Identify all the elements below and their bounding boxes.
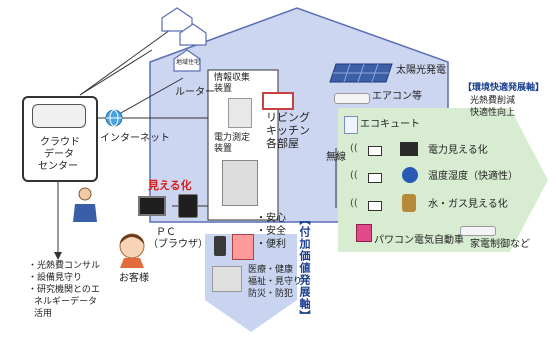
meter-label-2: 装置 — [214, 144, 233, 154]
router-label: ルーター — [175, 87, 215, 98]
internet-label: インターネット — [100, 133, 170, 144]
power-conditioner-icon — [356, 224, 372, 242]
doctor-icon — [212, 266, 242, 292]
service-item-2: ・設備見守り — [28, 273, 83, 283]
blue-axis-arrow — [205, 234, 297, 332]
wifi-icon: (( — [350, 143, 358, 154]
room-panel-icon — [262, 92, 294, 110]
meter-label-1: 電力測定 — [214, 133, 251, 143]
wireless-label: 無線 — [326, 152, 346, 163]
value-item-1: ・安心 — [256, 213, 286, 224]
sensing-label-water-gas: 水・ガス見える化 — [428, 199, 508, 210]
power-meter-icon — [400, 142, 418, 156]
service-item-5: 活用 — [34, 309, 53, 319]
value-bottom-1: 医療・健康 — [248, 265, 294, 275]
house-icon — [179, 23, 207, 46]
service-item-3: ・研究機関とのエ — [28, 285, 100, 295]
value-item-3: ・便利 — [256, 239, 286, 250]
aircon-icon — [334, 93, 370, 104]
house-icon — [173, 49, 201, 72]
power-car-label: パワコン電気自動車 — [374, 235, 464, 246]
pc-browser-label: （ブラウザ） — [148, 239, 208, 250]
rooms-label-1: リビング — [266, 111, 310, 124]
rooms-label-2: キッチン — [266, 124, 310, 137]
tablet-icon — [178, 194, 198, 218]
service-item-1: ・光熱費コンサル — [28, 261, 101, 271]
service-item-4: ネルギーデータ — [34, 297, 98, 307]
ecocute-icon — [344, 116, 358, 134]
sensing-label-power: 電力見える化 — [428, 145, 488, 156]
env-axis-line1: 光熱費削減 — [470, 96, 516, 106]
sensor-icon — [368, 146, 382, 156]
globe-icon — [105, 109, 123, 127]
aircon-label: エアコン等 — [372, 91, 422, 102]
server-icon — [32, 104, 86, 128]
operator-person-icon — [73, 187, 97, 222]
env-axis-title: 【環境快適発展軸】 — [463, 83, 545, 93]
value-bottom-2: 福祉・見守り — [248, 277, 303, 287]
sensing-label-temp: 温度湿度（快適性） — [428, 171, 518, 182]
value-bottom-3: 防災・防犯 — [248, 289, 294, 299]
value-axis-title: 【付加価値発展軸】 — [298, 214, 311, 322]
cloud-label-1: クラウド — [40, 137, 80, 148]
value-item-2: ・安全 — [256, 226, 286, 237]
house-icon-label: 地域住宅 — [176, 59, 201, 66]
env-axis-line2: 快適性向上 — [470, 108, 516, 118]
laptop-icon — [138, 196, 166, 216]
solar-panel-icon — [329, 63, 393, 83]
cloud-label-2: データ — [44, 149, 74, 160]
collector-device-icon — [228, 98, 252, 128]
phone-icon — [214, 236, 226, 256]
solar-label: 太陽光発電 — [396, 65, 446, 76]
thermometer-icon — [402, 167, 418, 183]
aircon-icon — [460, 226, 496, 236]
wifi-icon: (( — [350, 170, 358, 181]
cloud-label-3: センター — [38, 161, 78, 172]
customer-icon — [119, 233, 145, 268]
pc-label: ＰＣ — [156, 227, 176, 238]
wifi-icon: (( — [350, 198, 358, 209]
rooms-label-3: 各部屋 — [266, 137, 299, 150]
customer-label: お客様 — [119, 273, 149, 284]
home-control-label: 家電制御など — [470, 239, 530, 250]
collector-label-1: 情報収集 — [214, 73, 251, 83]
meter-device-icon — [222, 160, 258, 206]
care-person-icon — [232, 234, 254, 260]
sensor-icon — [368, 173, 382, 183]
water-gas-meter-icon — [402, 194, 416, 212]
visible-label: 見える化 — [148, 179, 192, 192]
collector-label-2: 装置 — [214, 84, 233, 94]
ecocute-label: エコキュート — [360, 119, 420, 130]
sensor-icon — [368, 201, 382, 211]
green-axis-arrow — [338, 108, 548, 252]
